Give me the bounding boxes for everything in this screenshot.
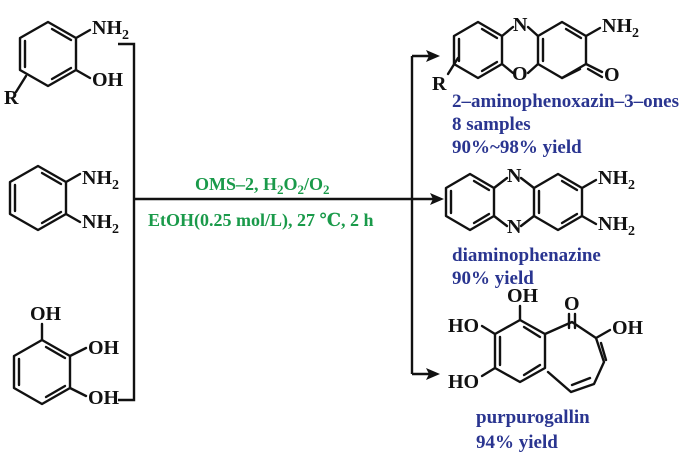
- svg-text:NH2: NH2: [82, 211, 119, 237]
- phenylenediamine-amine-top-subscript: 2: [112, 178, 119, 193]
- phenazine-ring-n-bottom-label: N: [507, 216, 522, 238]
- main-reaction-arrow: [134, 193, 444, 205]
- phenazine-amine-top-subscript: 2: [628, 178, 635, 193]
- reaction-conditions-line1: OMS–2, H2O2/O2: [195, 174, 330, 197]
- phenoxazinone-ring-n-label: N: [513, 14, 528, 36]
- branch-arrow-phenoxazinone: [412, 50, 440, 62]
- branch-arrow-purpurogallin: [412, 368, 440, 380]
- svg-text:NH2: NH2: [598, 167, 635, 193]
- purpurogallin-yield: 94% yield: [476, 432, 558, 453]
- purpurogallin-oh-right-label: OH: [612, 317, 644, 339]
- purpurogallin-oh-top-label: OH: [507, 285, 539, 307]
- aminophenol-substituent-label: R: [4, 87, 19, 109]
- svg-text:NH2: NH2: [602, 15, 639, 41]
- product-phenazine: N N NH2 NH2: [444, 165, 635, 239]
- reactant-bracket: [118, 42, 136, 402]
- reagent-pyrogallol: OH OH OH: [12, 303, 120, 409]
- phenazine-yield: 90% yield: [452, 268, 534, 289]
- pyrogallol-oh-bottom-label: OH: [88, 387, 120, 409]
- phenylenediamine-amine-bottom-label: NH: [82, 211, 112, 233]
- phenazine-ring-n-top-label: N: [507, 165, 522, 187]
- phenoxazinone-yield: 90%~98% yield: [452, 137, 582, 158]
- svg-text:NH2: NH2: [92, 17, 129, 43]
- pyrogallol-oh-top-label: OH: [30, 303, 62, 325]
- phenazine-amine-top-label: NH: [598, 167, 628, 189]
- phenoxazinone-samples: 8 samples: [452, 114, 531, 135]
- phenylenediamine-amine-bottom-subscript: 2: [112, 222, 119, 237]
- phenoxazinone-name: 2–aminophenoxazin–3–ones: [452, 91, 679, 112]
- phenoxazinone-carbonyl-label: O: [604, 64, 620, 86]
- product-purpurogallin: O OH OH HO HO: [448, 285, 644, 394]
- phenoxazinone-substituent-label: R: [432, 73, 447, 95]
- phenazine-name: diaminophenazine: [452, 245, 601, 266]
- purpurogallin-name: purpurogallin: [476, 407, 590, 428]
- phenoxazinone-ring-o-label: O: [512, 63, 528, 85]
- phenoxazinone-amine-subscript: 2: [632, 26, 639, 41]
- phenazine-amine-bottom-label: NH: [598, 213, 628, 235]
- svg-text:NH2: NH2: [598, 213, 635, 239]
- reagent-aminophenol: NH2 OH R: [4, 17, 129, 109]
- purpurogallin-oh-left-top-label: HO: [448, 315, 479, 337]
- phenazine-amine-bottom-subscript: 2: [628, 224, 635, 239]
- reagent-phenylenediamine: NH2 NH2: [8, 164, 119, 237]
- aminophenol-hydroxyl-label: OH: [92, 69, 124, 91]
- aminophenol-amine-label: NH: [92, 17, 122, 39]
- product-phenoxazinone: N O NH2 O R: [432, 14, 639, 95]
- svg-text:NH2: NH2: [82, 167, 119, 193]
- aminophenol-amine-subscript: 2: [122, 28, 129, 43]
- purpurogallin-oh-left-bottom-label: HO: [448, 371, 479, 393]
- reaction-conditions-line2: EtOH(0.25 mol/L), 27 ℃, 2 h: [148, 210, 374, 231]
- purpurogallin-carbonyl-label: O: [564, 293, 580, 315]
- pyrogallol-oh-mid-label: OH: [88, 337, 120, 359]
- phenylenediamine-amine-top-label: NH: [82, 167, 112, 189]
- phenoxazinone-amine-label: NH: [602, 15, 632, 37]
